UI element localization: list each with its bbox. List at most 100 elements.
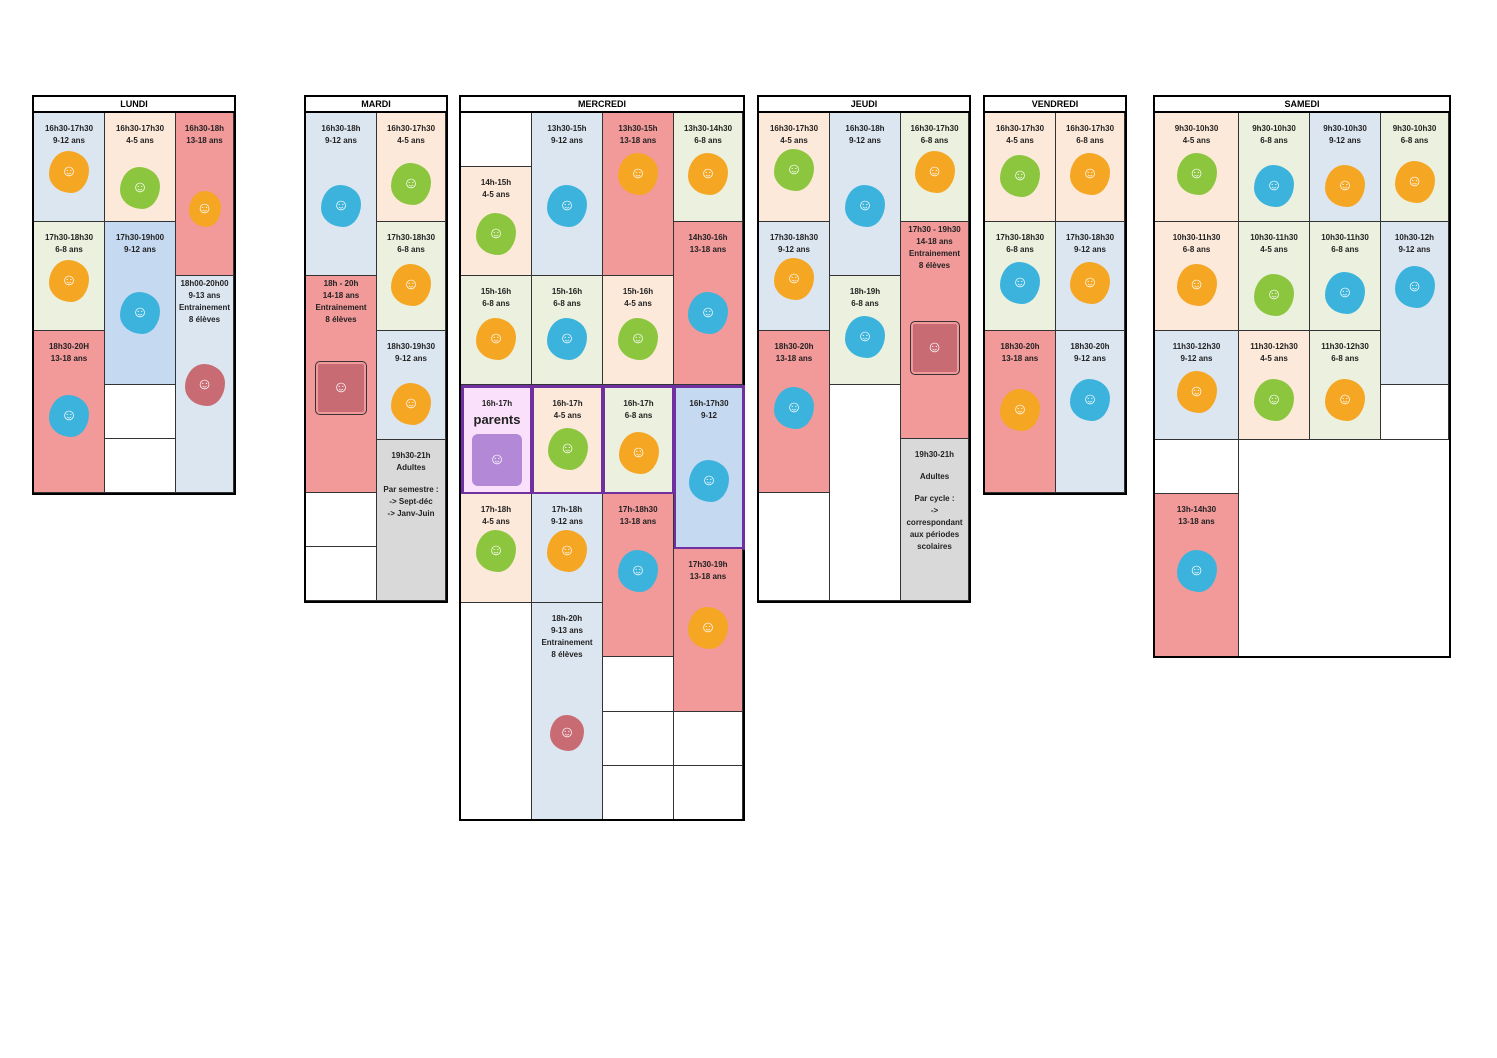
kid-blue-icon: ☺ [688,292,728,334]
empty-slot [603,657,674,712]
day-column-lundi: LUNDI 16h30-17h30 9-12 ans ☺ 16h30-17h30… [32,95,236,495]
class-slot[interactable]: 17h30 - 19h30 14-18 ans Entrainement 8 é… [901,222,969,439]
class-slot[interactable]: 14h30-16h 13-18 ans ☺ [674,222,743,385]
empty-slot [759,493,830,601]
kid-blue-icon: ☺ [689,460,729,502]
class-slot[interactable]: 19h30-21h Adultes Par semestre : -> Sept… [377,440,446,601]
kid-orange-icon: ☺ [688,607,728,649]
class-slot[interactable]: 17h30-19h00 9-12 ans ☺ [105,222,176,385]
class-slot[interactable]: 17h30-18h30 6-8 ans ☺ [377,222,446,331]
day-header-mardi: MARDI [306,97,446,113]
kid-green-icon: ☺ [391,163,431,205]
class-slot[interactable]: 13h30-14h30 6-8 ans ☺ [674,113,743,222]
class-slot[interactable]: 11h30-12h30 4-5 ans ☺ [1239,331,1310,440]
class-slot[interactable]: 18h30-20h 9-12 ans ☺ [1056,331,1125,493]
class-slot[interactable]: 13h30-15h 13-18 ans ☺ [603,113,674,276]
kid-green-icon: ☺ [476,530,516,572]
class-slot[interactable]: 14h-15h 4-5 ans ☺ [461,167,532,276]
kid-green-icon: ☺ [120,167,160,209]
empty-slot [461,603,532,819]
class-slot[interactable]: 17h30-18h30 9-12 ans ☺ [1056,222,1125,331]
kid-green-icon: ☺ [547,428,588,470]
kid-blue-icon: ☺ [1070,379,1110,421]
class-slot[interactable]: 16h30-18h 9-12 ans ☺ [830,113,901,276]
kid-blue-icon: ☺ [1394,266,1435,308]
class-slot[interactable]: 15h-16h 6-8 ans ☺ [532,276,603,385]
day-header-jeudi: JEUDI [759,97,969,113]
empty-slot [461,113,532,167]
class-slot[interactable]: 15h-16h 6-8 ans ☺ [461,276,532,385]
kid-orange-icon: ☺ [1176,264,1217,306]
day-header-samedi: SAMEDI [1155,97,1449,113]
class-slot[interactable]: 11h30-12h30 6-8 ans ☺ [1310,331,1381,440]
class-slot[interactable]: 10h30-11h30 4-5 ans ☺ [1239,222,1310,331]
class-slot[interactable]: 10h30-12h 9-12 ans ☺ [1381,222,1449,385]
class-slot[interactable]: 9h30-10h30 9-12 ans ☺ [1310,113,1381,222]
kid-orange-icon: ☺ [618,153,658,195]
kid-rose-icon: ☺ [550,715,584,751]
kid-green-icon: ☺ [618,318,658,360]
class-slot[interactable]: 13h-14h30 13-18 ans ☺ [1155,494,1239,656]
kid-blue-icon: ☺ [845,185,885,227]
day-column-mercredi: MERCREDI 13h30-15h 9-12 ans ☺ 13h30-15h … [459,95,745,821]
class-slot[interactable]: 18h00-20h00 9-13 ans Entrainement 8 élèv… [176,276,234,493]
class-slot[interactable]: 17h30-18h30 6-8 ans ☺ [985,222,1056,331]
kid-orange-icon: ☺ [1325,165,1365,207]
kid-orange-icon: ☺ [547,530,587,572]
kid-orange-icon: ☺ [49,260,89,302]
class-slot[interactable]: 18h-20h 9-13 ans Entrainement 8 élèves ☺ [532,603,603,819]
class-slot[interactable]: 16h-17h 4-5 ans ☺ [531,385,604,495]
class-slot[interactable]: 17h30-18h30 6-8 ans ☺ [34,222,105,331]
class-slot[interactable]: 16h-17h 6-8 ans ☺ [602,385,675,495]
class-slot[interactable]: 9h30-10h30 6-8 ans ☺ [1239,113,1310,222]
parent-child-icon: ☺ [472,434,522,486]
class-slot[interactable]: 18h - 20h 14-18 ans Entrainement 8 élève… [306,276,377,493]
class-slot[interactable]: 17h-18h 9-12 ans ☺ [532,494,603,603]
class-slot[interactable]: 16h30-18h 13-18 ans ☺ [176,113,234,276]
class-slot[interactable]: 17h-18h30 13-18 ans ☺ [603,494,674,657]
class-slot[interactable]: 16h-17h30 9-12 ☺ [673,385,745,550]
class-slot[interactable]: 16h30-17h30 4-5 ans ☺ [377,113,446,222]
kid-orange-icon: ☺ [688,153,728,195]
kid-orange-icon: ☺ [618,432,659,474]
class-slot[interactable]: 18h-19h 6-8 ans ☺ [830,276,901,385]
class-slot[interactable]: 10h30-11h30 6-8 ans ☺ [1310,222,1381,331]
class-slot[interactable]: 13h30-15h 9-12 ans ☺ [532,113,603,276]
class-slot[interactable]: 10h30-11h30 6-8 ans ☺ [1155,222,1239,331]
class-slot[interactable]: 17h30-19h 13-18 ans ☺ [674,549,743,712]
class-slot[interactable]: 16h30-17h30 9-12 ans ☺ [34,113,105,222]
class-slot[interactable]: 16h30-18h 9-12 ans ☺ [306,113,377,276]
kid-blue-icon: ☺ [774,387,814,429]
empty-slot [603,712,674,766]
class-slot[interactable]: 18h30-19h30 9-12 ans ☺ [377,331,446,440]
class-slot[interactable]: 19h30-21h Adultes Par cycle : -> corresp… [901,439,969,601]
class-slot[interactable]: 18h30-20H 13-18 ans ☺ [34,331,105,493]
class-slot[interactable]: 16h30-17h30 6-8 ans ☺ [901,113,969,222]
class-slot[interactable]: 11h30-12h30 9-12 ans ☺ [1155,331,1239,440]
kid-orange-icon: ☺ [1070,262,1110,304]
kid-orange-icon: ☺ [391,264,431,306]
parents-class-slot[interactable]: 16h-17h parents ☺ [461,385,533,495]
day-column-jeudi: JEUDI 16h30-17h30 4-5 ans ☺ 16h30-18h 9-… [757,95,971,603]
kid-blue-icon: ☺ [618,550,658,592]
kid-rose-icon: ☺ [909,321,960,375]
class-slot[interactable]: 18h30-20h 13-18 ans ☺ [985,331,1056,493]
class-slot[interactable]: 17h-18h 4-5 ans ☺ [461,494,532,603]
class-slot[interactable]: 16h30-17h30 4-5 ans ☺ [105,113,176,222]
class-slot[interactable]: 9h30-10h30 4-5 ans ☺ [1155,113,1239,222]
class-slot[interactable]: 17h30-18h30 9-12 ans ☺ [759,222,830,331]
kid-orange-icon: ☺ [476,318,516,360]
kid-orange-icon: ☺ [774,258,814,300]
class-slot[interactable]: 15h-16h 4-5 ans ☺ [603,276,674,385]
class-slot[interactable]: 9h30-10h30 6-8 ans ☺ [1381,113,1449,222]
class-slot[interactable]: 16h30-17h30 6-8 ans ☺ [1056,113,1125,222]
kid-orange-icon: ☺ [188,191,221,227]
empty-slot [306,493,377,547]
kid-blue-icon: ☺ [120,292,160,334]
class-slot[interactable]: 16h30-17h30 4-5 ans ☺ [985,113,1056,222]
empty-slot [674,712,743,766]
kid-orange-icon: ☺ [49,151,89,193]
class-slot[interactable]: 18h30-20h 13-18 ans ☺ [759,331,830,493]
kid-green-icon: ☺ [476,213,516,255]
class-slot[interactable]: 16h30-17h30 4-5 ans ☺ [759,113,830,222]
